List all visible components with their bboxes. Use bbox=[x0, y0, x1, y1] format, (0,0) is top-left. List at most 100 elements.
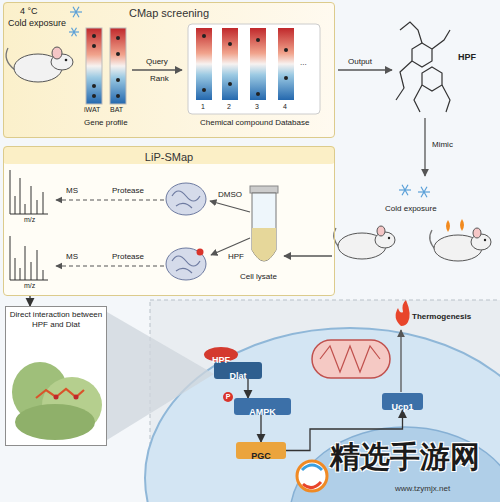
snowflake bbox=[402, 185, 408, 195]
snowflake bbox=[72, 28, 77, 37]
mouse bbox=[446, 220, 450, 232]
heatmap bbox=[92, 94, 96, 98]
database-heatmap bbox=[202, 34, 206, 38]
step-label: Protease bbox=[112, 186, 144, 195]
protein bbox=[166, 248, 206, 280]
chemical-structure bbox=[414, 85, 422, 112]
mouse bbox=[473, 228, 481, 238]
axis-label: Chemical compound Database bbox=[200, 118, 309, 127]
arrow-label: Output bbox=[348, 57, 372, 66]
protein-box: Ucp1 bbox=[382, 393, 423, 410]
mouse bbox=[388, 237, 390, 239]
database-heatmap bbox=[202, 88, 206, 92]
nucleus bbox=[290, 427, 500, 502]
database-heatmap bbox=[250, 28, 266, 100]
thermogenesis-arrow bbox=[400, 330, 401, 392]
snowflake bbox=[72, 28, 77, 37]
mass-spectrum bbox=[15, 196, 16, 214]
heatmap bbox=[92, 84, 96, 88]
panel-fill bbox=[3, 2, 335, 138]
test-tube bbox=[252, 228, 276, 261]
mass-spectrum bbox=[10, 170, 11, 214]
mass-spectrum bbox=[10, 214, 48, 215]
watermark-logo bbox=[302, 465, 322, 470]
arrow-label: Mimic bbox=[432, 140, 453, 149]
snowflake bbox=[399, 185, 411, 195]
snowflake bbox=[421, 187, 427, 197]
mouse bbox=[430, 219, 491, 261]
heatmap bbox=[116, 78, 120, 82]
mouse bbox=[334, 226, 395, 259]
mass-spectrum bbox=[10, 236, 11, 280]
database-heatmap bbox=[256, 92, 260, 96]
phospho-mark: P bbox=[223, 392, 233, 402]
sample-label: Cell lysate bbox=[240, 272, 277, 281]
compound-oval: HPF bbox=[204, 347, 238, 362]
panel-header bbox=[3, 146, 335, 164]
mass-spectrum bbox=[10, 236, 48, 280]
node-label: LiP-SMap bbox=[145, 151, 193, 164]
database-heatmap bbox=[222, 28, 238, 100]
callout-box: Direct interaction between HPF and Dlat bbox=[5, 306, 107, 446]
flow-arrow bbox=[247, 379, 248, 398]
mass-spectrum bbox=[10, 170, 48, 214]
step-label: Protease bbox=[112, 252, 144, 261]
column-number: 3 bbox=[255, 103, 259, 111]
condition-label: Cold exposure bbox=[8, 18, 66, 28]
watermark-text: 精选手游网 bbox=[330, 440, 480, 475]
protein-box: PGC bbox=[236, 442, 286, 459]
column-label: iWAT bbox=[84, 106, 100, 114]
arrow-label: Rank bbox=[150, 74, 169, 83]
node-label: Direct interaction between HPF and Dlat bbox=[6, 307, 106, 332]
axis-label: m/z bbox=[24, 282, 35, 290]
snowflake bbox=[73, 7, 79, 17]
mass-spectrum bbox=[10, 280, 48, 281]
heatmap bbox=[116, 94, 120, 98]
temperature-label: 4 °C bbox=[20, 6, 38, 16]
callout-wedge bbox=[107, 312, 214, 440]
cell-membrane bbox=[145, 328, 500, 502]
mass-spectrum bbox=[20, 178, 21, 214]
heatmap bbox=[110, 28, 126, 104]
database-heatmap bbox=[284, 76, 288, 80]
test-tube bbox=[250, 186, 278, 193]
mass-spectrum bbox=[43, 192, 44, 214]
mass-spectrum bbox=[25, 204, 26, 214]
chemical-structure bbox=[422, 67, 442, 91]
heatmap bbox=[92, 44, 96, 48]
protein-box: AMPK bbox=[234, 398, 291, 415]
column-number: 1 bbox=[201, 103, 205, 111]
axis-label: m/z bbox=[24, 216, 35, 224]
node-label: CMap screening bbox=[129, 7, 209, 20]
condition-label: Cold exposure bbox=[385, 204, 437, 213]
treatment-label: DMSO bbox=[218, 190, 242, 199]
protein-surface bbox=[74, 395, 79, 400]
flow-arrow bbox=[260, 415, 261, 442]
mitochondrion bbox=[312, 340, 390, 378]
chemical-structure bbox=[412, 43, 432, 67]
mass-spectrum bbox=[31, 186, 32, 214]
protease-arrow bbox=[56, 265, 164, 266]
step-label: MS bbox=[66, 252, 78, 261]
step-label: MS bbox=[66, 186, 78, 195]
database-heatmap bbox=[284, 48, 288, 52]
protein bbox=[172, 191, 200, 208]
protease-arrow bbox=[56, 199, 164, 200]
mouse bbox=[52, 47, 62, 59]
snowflake bbox=[69, 28, 79, 37]
node-label: PGC bbox=[251, 451, 271, 462]
mass-spectrum bbox=[31, 262, 32, 280]
ellipsis-mark: ... bbox=[300, 58, 307, 67]
mitochondrion bbox=[320, 346, 380, 372]
node-label: Ucp1 bbox=[391, 402, 413, 413]
axis-label: Gene profile bbox=[84, 118, 128, 127]
mass-spectrum bbox=[43, 270, 44, 280]
column-number: 2 bbox=[227, 103, 231, 111]
panel-fill bbox=[3, 146, 335, 296]
database-heatmap bbox=[228, 82, 232, 86]
heatmap bbox=[92, 34, 96, 38]
test-tube bbox=[250, 186, 278, 261]
mouse bbox=[65, 59, 68, 62]
